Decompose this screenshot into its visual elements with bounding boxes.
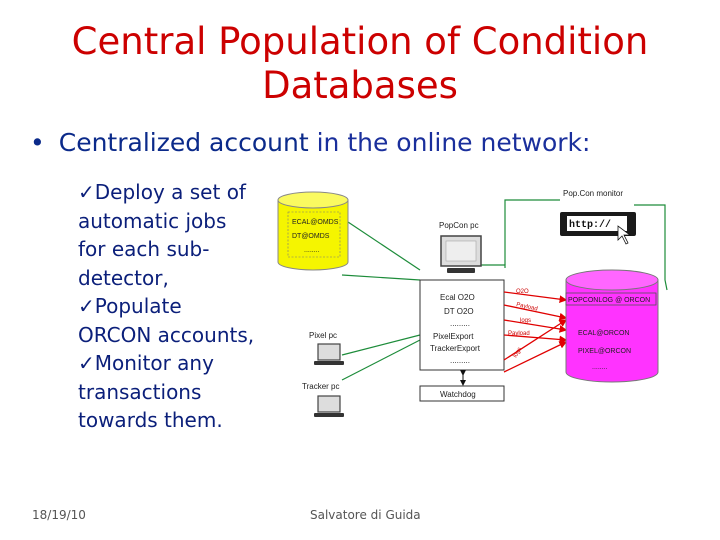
popcon-pc: PopCon pc bbox=[439, 221, 482, 273]
watchdog-label: Watchdog bbox=[440, 390, 476, 399]
server-label: ......... bbox=[450, 319, 470, 328]
computer-icon bbox=[317, 395, 341, 413]
title-line-1: Central Population of Condition bbox=[71, 20, 649, 63]
computer-icon bbox=[317, 343, 341, 361]
footer-date: 18/19/10 bbox=[32, 508, 86, 522]
main-bullet: • Centralized account in the online netwo… bbox=[30, 128, 590, 157]
flow-label: Payload bbox=[508, 331, 530, 337]
server-label: TrackerExport bbox=[430, 344, 481, 353]
check-item: ✓Deploy a set of automatic jobs for each… bbox=[78, 178, 258, 292]
pixel-pc-label: Pixel pc bbox=[309, 331, 337, 340]
popcon-monitor-label: Pop.Con monitor bbox=[563, 189, 623, 198]
tracker-pc-label: Tracker pc bbox=[302, 382, 340, 391]
title-line-2: Databases bbox=[262, 64, 458, 107]
footer-author: Salvatore di Guida bbox=[310, 508, 421, 522]
check-item-text: Populate ORCON accounts, bbox=[78, 294, 255, 347]
omds-db-label: DT@OMDS bbox=[292, 233, 330, 240]
bullet-dot: • bbox=[30, 128, 45, 157]
server-label: DT O2O bbox=[444, 307, 474, 316]
orcon-db-label: PIXEL@ORCON bbox=[578, 348, 631, 355]
check-item: ✓Monitor any transactions towards them. bbox=[78, 349, 258, 435]
bullet-highlight: Centralized account bbox=[58, 128, 309, 157]
checkmark-icon: ✓ bbox=[78, 294, 95, 318]
check-item: ✓Populate ORCON accounts, bbox=[78, 292, 258, 349]
flow-label: O2O bbox=[516, 289, 529, 295]
network-links bbox=[341, 199, 668, 381]
pixel-pc: Pixel pc bbox=[309, 331, 344, 365]
hand-cursor-icon bbox=[617, 225, 632, 245]
checklist: ✓Deploy a set of automatic jobs for each… bbox=[78, 178, 258, 435]
omds-db-label: ........ bbox=[304, 247, 320, 254]
data-flow-arrows bbox=[503, 291, 568, 373]
flow-label: logs bbox=[520, 318, 531, 324]
popcon-pc-label: PopCon pc bbox=[439, 221, 479, 230]
orcon-db-label: POPCONLOG @ ORCON bbox=[568, 297, 650, 304]
orcon-db-label: ECAL@ORCON bbox=[578, 330, 629, 337]
check-item-text: Deploy a set of automatic jobs for each … bbox=[78, 180, 246, 290]
bullet-rest: in the online network: bbox=[308, 128, 591, 157]
omds-database: ECAL@OMDS DT@OMDS ........ bbox=[277, 191, 349, 271]
server-label: Ecal O2O bbox=[440, 293, 475, 302]
checkmark-icon: ✓ bbox=[78, 351, 95, 375]
check-item-text: Monitor any transactions towards them. bbox=[78, 351, 223, 432]
orcon-db-label: ........ bbox=[592, 364, 608, 371]
flow-label: logs bbox=[513, 346, 524, 359]
flow-labels: O2O Payload logs Payload logs bbox=[508, 289, 538, 359]
flow-label: Payload bbox=[516, 302, 538, 312]
watchdog-box: Watchdog bbox=[419, 385, 505, 402]
omds-db-label: ECAL@OMDS bbox=[292, 219, 339, 226]
url-text: http:// bbox=[569, 219, 611, 231]
o2o-server: Ecal O2O DT O2O ......... PixelExport Tr… bbox=[419, 279, 505, 371]
orcon-database: POPCONLOG @ ORCON ECAL@ORCON PIXEL@ORCON… bbox=[565, 269, 659, 383]
popcon-monitor: Pop.Con monitor http:// bbox=[560, 189, 636, 245]
slide-title: Central Population of Condition Database… bbox=[0, 20, 720, 108]
server-label: ......... bbox=[450, 356, 470, 365]
tracker-pc: Tracker pc bbox=[302, 382, 344, 417]
server-label: PixelExport bbox=[433, 332, 474, 341]
checkmark-icon: ✓ bbox=[78, 180, 95, 204]
